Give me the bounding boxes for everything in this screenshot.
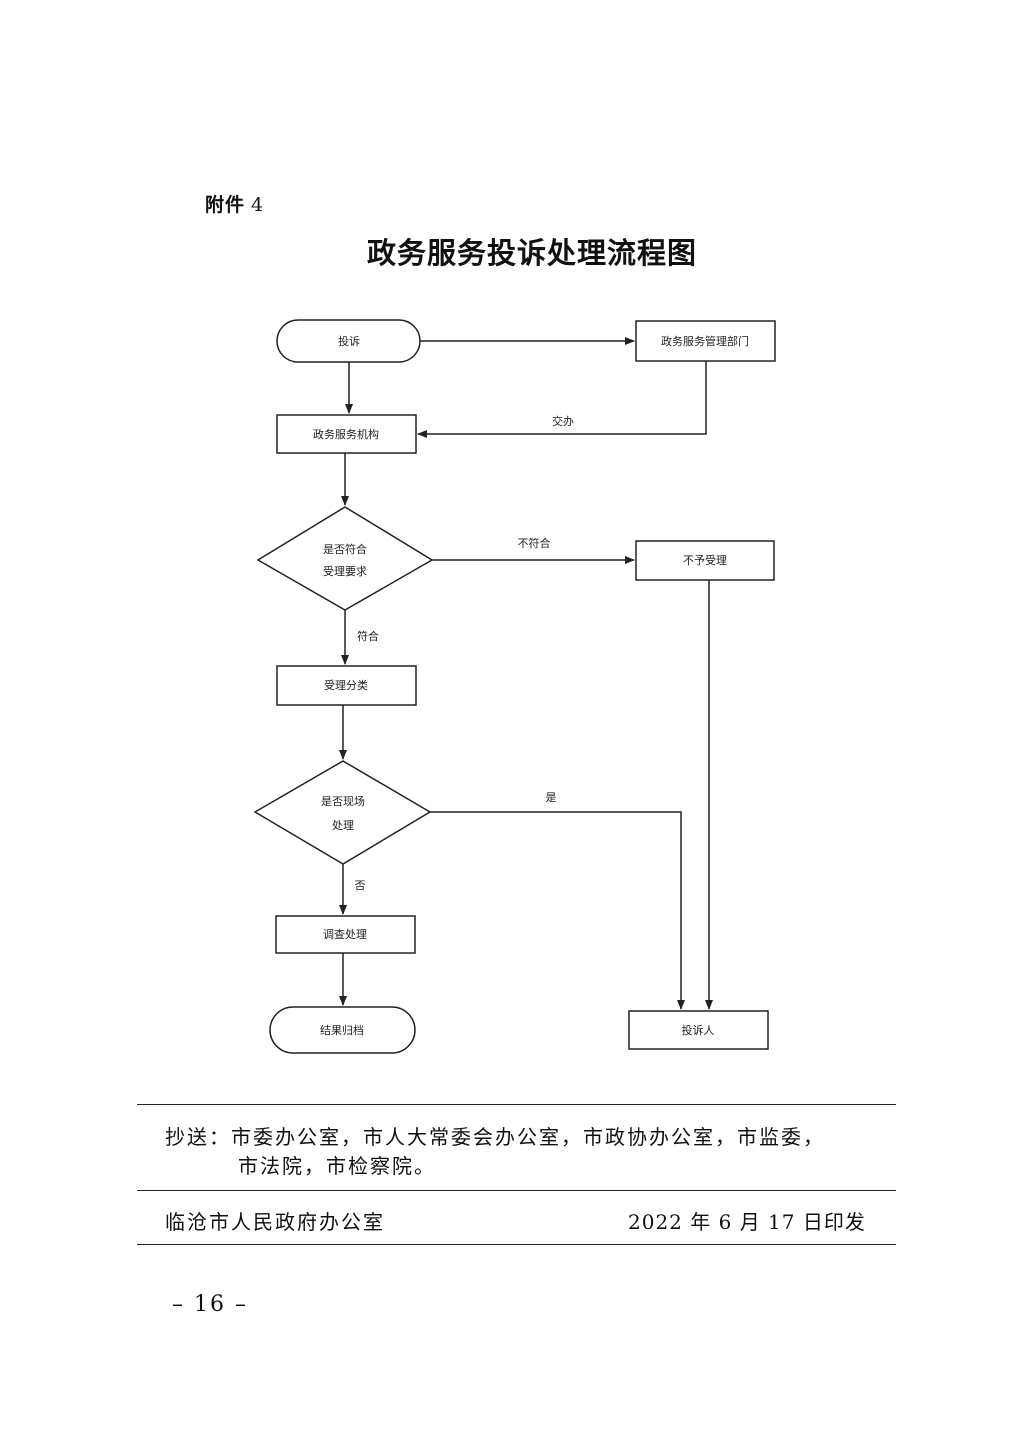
cc-line-1: 抄送：市委办公室，市人大常委会办公室，市政协办公室，市监委， bbox=[165, 1125, 825, 1149]
node-service-org-label: 政务服务机构 bbox=[313, 427, 379, 441]
node-check-requirement bbox=[256, 506, 434, 611]
node-admin-dept-label: 政务服务管理部门 bbox=[661, 334, 749, 348]
node-investigate bbox=[275, 915, 416, 954]
edge-label-meet: 符合 bbox=[357, 629, 379, 643]
issue-date: 2022 年 6 月 17 日印发 bbox=[628, 1210, 866, 1234]
node-complainant bbox=[628, 1010, 769, 1050]
footer-middle-rule bbox=[137, 1190, 896, 1191]
node-investigate-label: 调查处理 bbox=[323, 927, 367, 941]
node-archive-label: 结果归档 bbox=[320, 1023, 364, 1037]
attachment-number: 4 bbox=[251, 194, 265, 216]
node-onsite-label-1: 是否现场 bbox=[321, 794, 365, 808]
node-reject bbox=[635, 540, 775, 581]
cc-list: 抄送：市委办公室，市人大常委会办公室，市政协办公室，市监委， 市法院，市检察院。 bbox=[165, 1123, 825, 1181]
node-archive bbox=[269, 1006, 416, 1054]
cc-line-2: 市法院，市检察院。 bbox=[238, 1154, 436, 1178]
edge-label-yes: 是 bbox=[546, 791, 557, 804]
node-onsite-label-2: 处理 bbox=[332, 819, 354, 832]
node-check-label-1: 是否符合 bbox=[323, 542, 367, 556]
complaint-flowchart: 投诉 政务服务管理部门 政务服务机构 是否符合 受理要求 不予受理 受理分类 是… bbox=[253, 319, 776, 1054]
node-complaint bbox=[276, 319, 421, 363]
edge-label-no: 否 bbox=[355, 879, 366, 892]
footer-top-rule bbox=[137, 1104, 896, 1105]
edge-onsite-to-complainant bbox=[430, 811, 685, 1010]
node-admin-dept bbox=[635, 320, 776, 362]
node-service-org bbox=[276, 414, 417, 454]
page-number: – 16 – bbox=[172, 1292, 248, 1317]
node-reject-label: 不予受理 bbox=[683, 554, 727, 567]
node-check-label-2: 受理要求 bbox=[323, 565, 367, 578]
edge-admin-to-org bbox=[417, 360, 707, 438]
node-complainant-label: 投诉人 bbox=[682, 1023, 715, 1037]
footer-bottom-rule bbox=[137, 1244, 896, 1245]
node-classify-label: 受理分类 bbox=[324, 678, 368, 692]
node-onsite-check bbox=[253, 760, 432, 865]
page-title: 政务服务投诉处理流程图 bbox=[366, 236, 697, 270]
node-classify bbox=[276, 665, 417, 706]
edge-label-not-meet: 不符合 bbox=[518, 536, 551, 550]
issuer: 临沧市人民政府办公室 bbox=[165, 1210, 385, 1234]
edge-label-assign: 交办 bbox=[552, 414, 574, 428]
node-complaint-label: 投诉 bbox=[338, 334, 360, 348]
